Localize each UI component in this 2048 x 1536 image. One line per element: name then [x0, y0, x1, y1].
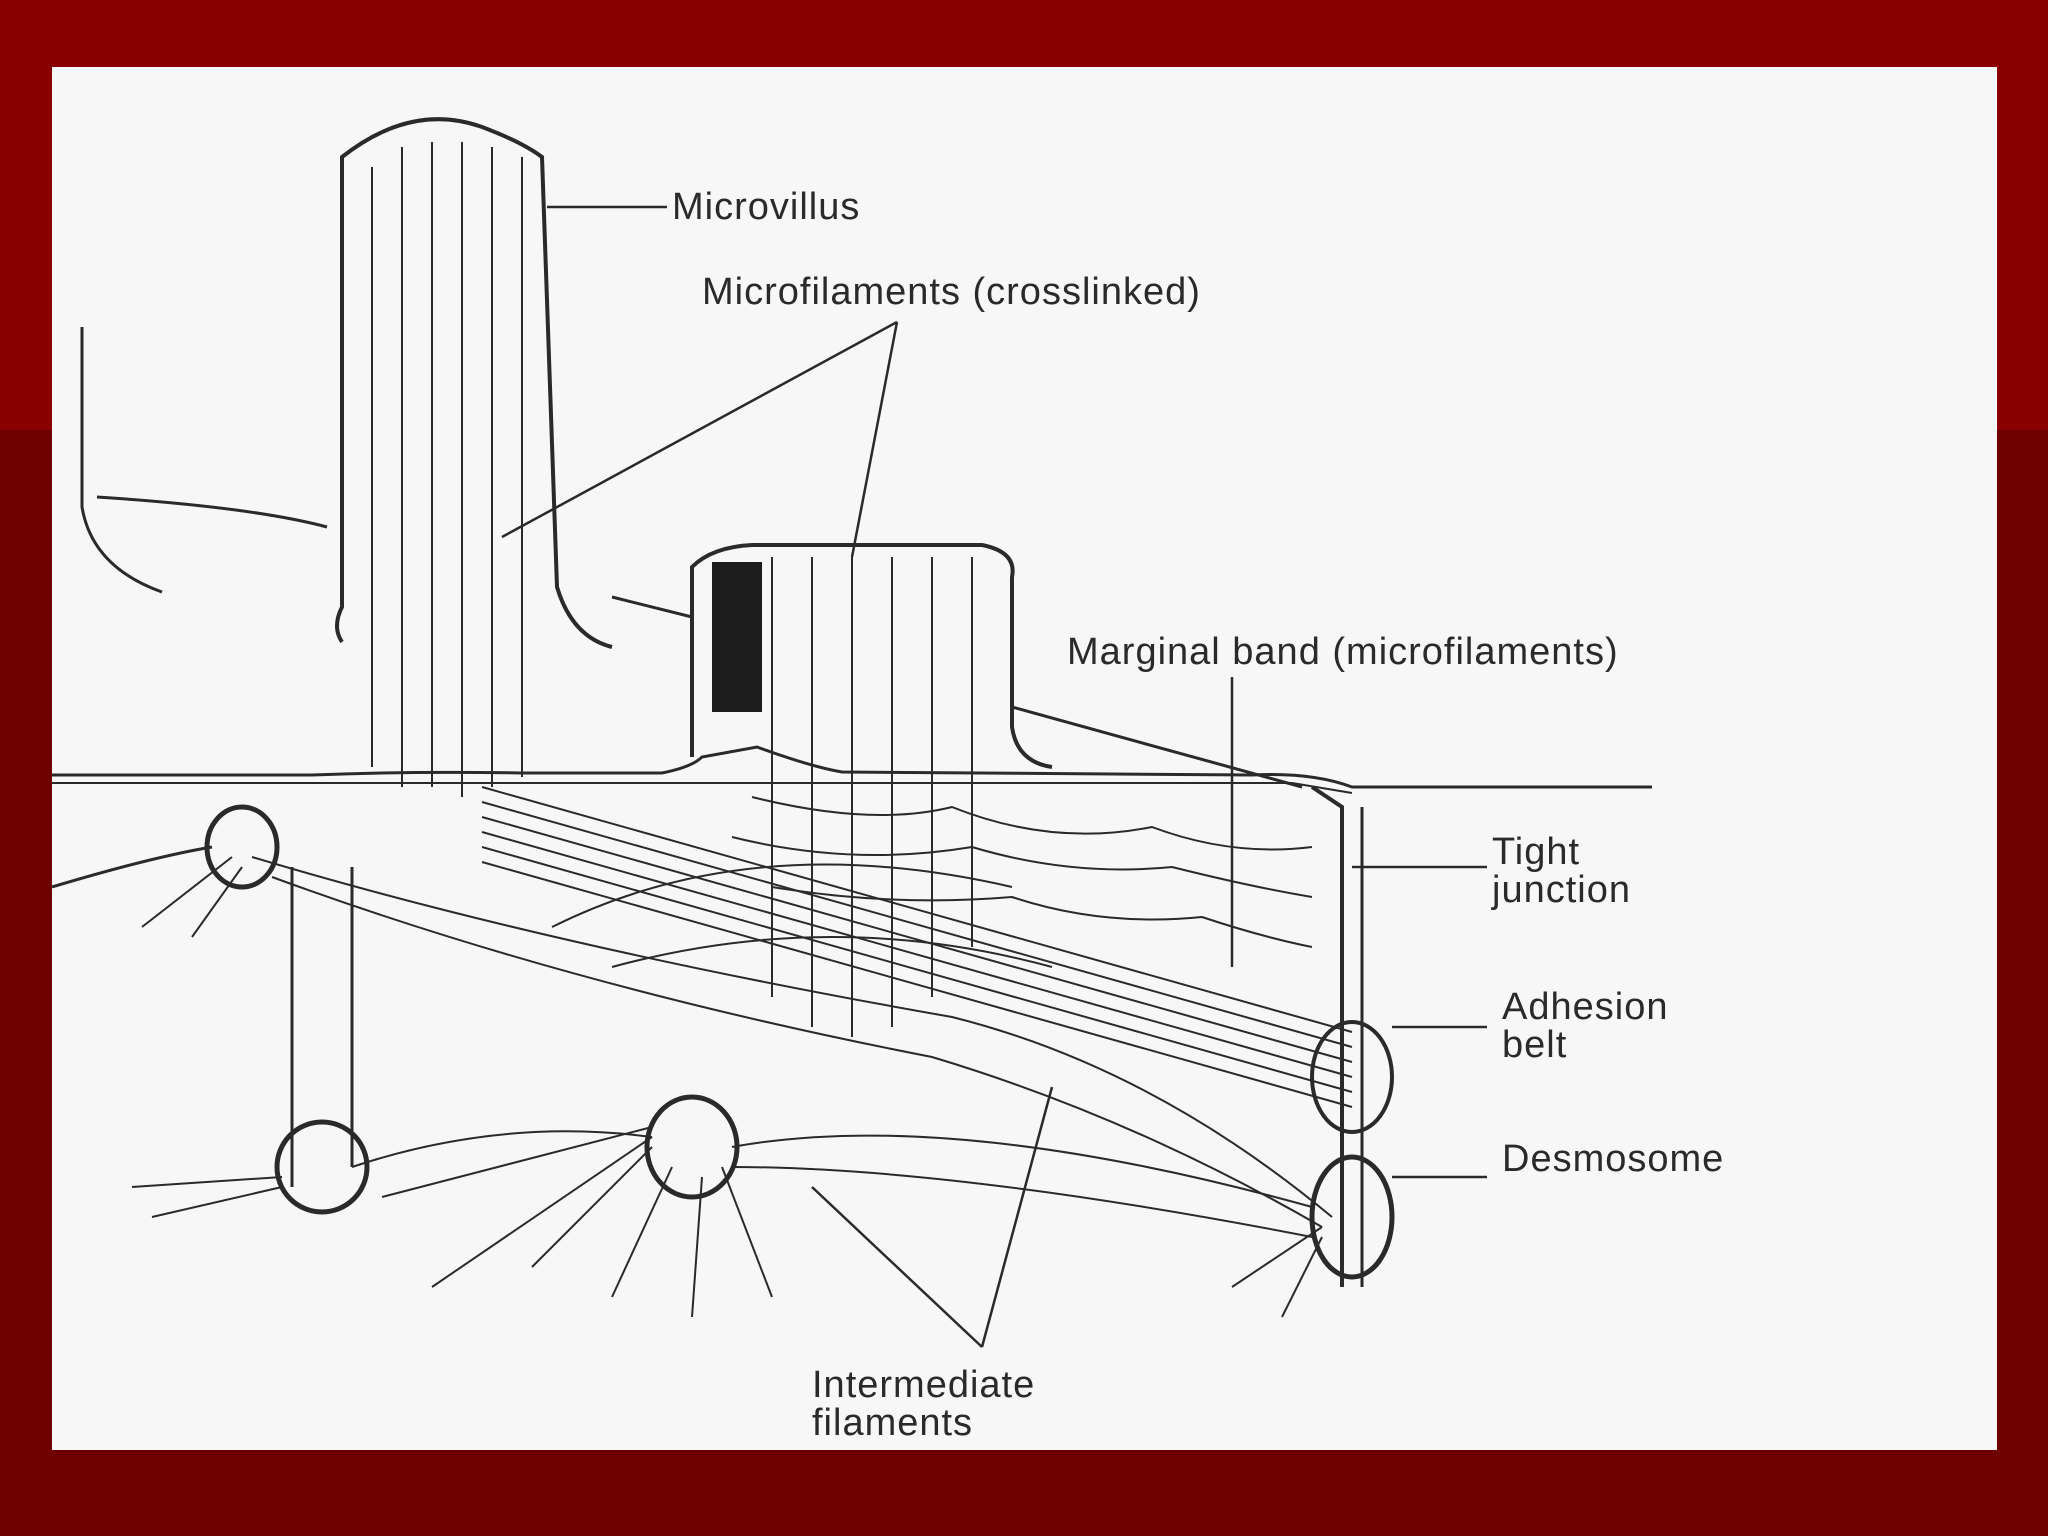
- microvillus-short: [690, 543, 1053, 769]
- lateral-membrane: [1310, 785, 1344, 1287]
- leader-microfilaments-b: [850, 321, 899, 558]
- epithelium-illustration: [52, 117, 1652, 1348]
- leader-intermediate-a: [811, 1186, 983, 1348]
- label-intermediate-filaments-1: Intermediate: [812, 1364, 1036, 1406]
- microvillus-tall: [335, 117, 613, 649]
- intermediate-filament-network: [131, 796, 1333, 1318]
- apical-surface-right: [1251, 773, 1652, 789]
- desmosome-left-top: [204, 804, 280, 890]
- lateral-surface: [1011, 705, 1303, 789]
- label-tight-junction-1: Tight: [1492, 831, 1581, 873]
- desmosome-left-bottom: [274, 1119, 370, 1215]
- label-marginal-band: Marginal band (microfilaments): [1067, 631, 1619, 673]
- left-apical-line: [96, 495, 328, 529]
- figure-panel: Microvillus Microfilaments (crosslinked)…: [52, 67, 1997, 1450]
- desmosome-center: [644, 1094, 740, 1200]
- microvillus-short-core: [712, 562, 762, 712]
- label-desmosome: Desmosome: [1502, 1138, 1725, 1180]
- label-microvillus: Microvillus: [672, 186, 861, 228]
- label-tight-junction-2: junction: [1492, 869, 1631, 911]
- adhesion-belt-plaque: [1310, 1020, 1394, 1134]
- label-microfilaments: Microfilaments (crosslinked): [702, 271, 1201, 313]
- leader-lines: [501, 205, 1487, 1348]
- apical-surface: [52, 745, 1253, 777]
- label-adhesion-belt-2: belt: [1502, 1024, 1568, 1066]
- leader-microfilaments-a: [501, 320, 898, 539]
- label-adhesion-belt-1: Adhesion: [1502, 986, 1669, 1028]
- left-cell-membrane: [80, 327, 163, 594]
- label-intermediate-filaments-2: filaments: [812, 1402, 974, 1444]
- leader-intermediate-b: [980, 1086, 1054, 1348]
- marginal-band-bundle: [481, 786, 1353, 1108]
- desmosome-right: [1309, 1154, 1395, 1280]
